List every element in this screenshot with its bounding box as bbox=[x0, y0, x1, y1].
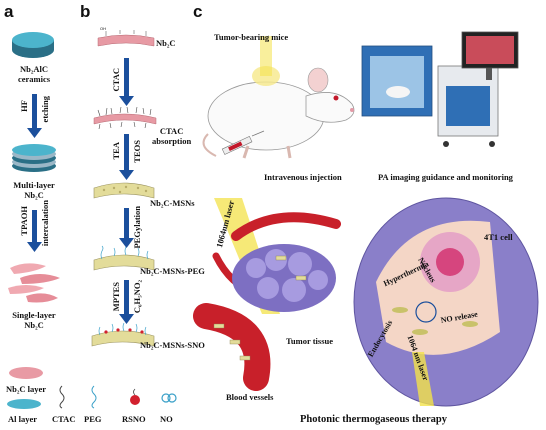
nb2c-sheet-oh bbox=[97, 30, 155, 47]
nb2c-msns-peg-label: Nb₂C-MSNs-PEG bbox=[140, 266, 205, 276]
arrow-mptes bbox=[124, 280, 129, 316]
legend-no: NO bbox=[160, 414, 173, 424]
arrow-pegylation bbox=[124, 208, 129, 240]
legend-nb2c-layer: Nb₂C layer bbox=[6, 384, 47, 394]
arrow-intercalation bbox=[32, 210, 37, 244]
tumor-bearing-mouse bbox=[202, 36, 355, 159]
ctac-arrow-label: CTAC bbox=[111, 68, 121, 92]
arrow-head-etching bbox=[27, 128, 42, 138]
hf-label: HF bbox=[19, 100, 29, 112]
arrow-head-teos bbox=[119, 170, 134, 180]
etching-label: etching bbox=[40, 96, 50, 123]
panel-label-b: b bbox=[80, 2, 91, 21]
arrow-etching bbox=[32, 94, 37, 130]
panel-label-a: a bbox=[4, 2, 14, 21]
tumor-bearing-mice-label: Tumor-bearing mice bbox=[214, 32, 289, 42]
nb2c-msns-label: Nb₂C-MSNs bbox=[150, 198, 195, 208]
intercalation-label: intercalation bbox=[40, 200, 50, 247]
teos-label: TEOS bbox=[132, 140, 142, 163]
no-legend-glyph bbox=[161, 393, 177, 403]
mptes-label: MPTES bbox=[111, 282, 121, 312]
arrow-head-pegylation bbox=[119, 238, 134, 248]
intravenous-injection-label: Intravenous injection bbox=[264, 172, 342, 182]
pa-imaging-label: PA imaging guidance and monitoring bbox=[378, 172, 513, 182]
tpaoh-label: TPAOH bbox=[19, 206, 29, 236]
syringe-icon bbox=[221, 130, 265, 155]
nb2c-layer-legend-swatch bbox=[9, 367, 43, 379]
peg-legend-glyph bbox=[91, 385, 97, 409]
legend-ctac: CTAC bbox=[52, 414, 76, 424]
step-ceramics-label: Nb₂AlC ceramics bbox=[17, 64, 51, 84]
nb2c-msns-sno-label: Nb₂C-MSNs-SNO bbox=[140, 340, 205, 350]
c6h5no2-label: C₆H₅NO₂ bbox=[132, 280, 142, 314]
tumor-tissue-scene bbox=[193, 198, 341, 391]
pegylation-label: PEGylation bbox=[132, 206, 142, 249]
arrow-head-intercalation bbox=[27, 242, 42, 252]
nb2c-msns-particle bbox=[93, 182, 155, 199]
nb2c-label: Nb₂C bbox=[156, 38, 176, 48]
tea-label: TEA bbox=[111, 142, 121, 160]
4t1-cell bbox=[353, 197, 539, 407]
legend-al-layer: Al layer bbox=[8, 414, 38, 424]
nb2alc-ceramic-disc bbox=[12, 32, 54, 58]
multilayer-nb2c-stack bbox=[12, 144, 56, 172]
al-layer-legend-swatch bbox=[7, 399, 41, 409]
oh-group-label: OH bbox=[100, 26, 106, 31]
step-single-layer-label: Single-layer Nb₂C bbox=[12, 310, 56, 330]
blood-vessels-label: Blood vessels bbox=[226, 392, 274, 402]
ctac-absorbed-sheet bbox=[93, 106, 157, 130]
legend-rsno: RSNO bbox=[122, 414, 146, 424]
arrow-ctac bbox=[124, 58, 129, 98]
tumor-tissue-label: Tumor tissue bbox=[286, 336, 333, 346]
legend-peg: PEG bbox=[84, 414, 102, 424]
arrow-teos bbox=[124, 134, 129, 172]
pa-imaging-system bbox=[361, 31, 519, 147]
nb2c-msns-peg-particle bbox=[93, 245, 155, 271]
arrow-head-ctac bbox=[119, 96, 134, 106]
therapy-title: Photonic thermogaseous therapy bbox=[300, 414, 447, 425]
ctac-absorption-label: CTAC absorption bbox=[152, 126, 192, 146]
step-multilayer-label: Multi-layer Nb₂C bbox=[13, 180, 55, 200]
single-layer-nb2c-sheets bbox=[8, 263, 60, 303]
4t1-cell-label: 4T1 cell bbox=[484, 232, 513, 242]
ctac-legend-glyph bbox=[59, 385, 65, 409]
nb2c-msns-sno-particle bbox=[91, 322, 155, 347]
arrow-head-mptes bbox=[119, 314, 134, 324]
rsno-legend-glyph bbox=[130, 388, 140, 405]
panel-label-c: c bbox=[193, 2, 203, 21]
